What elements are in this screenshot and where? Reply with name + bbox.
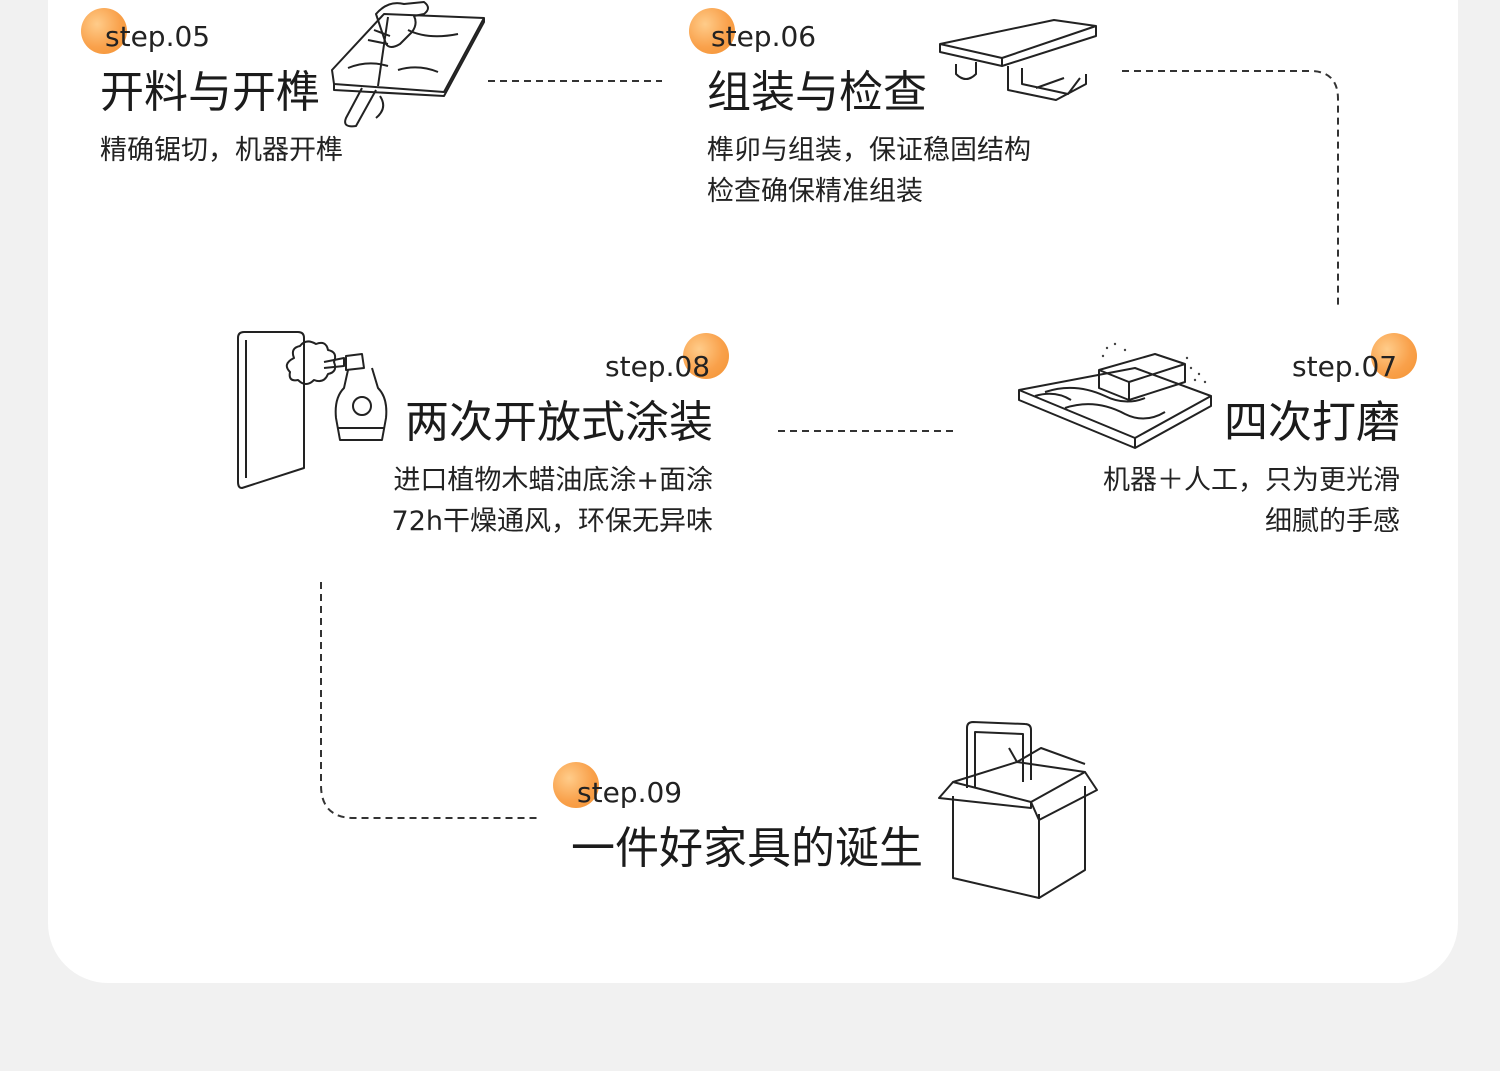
step-06-badge-dot bbox=[689, 8, 735, 54]
step-07-tag: step.07 bbox=[1292, 350, 1398, 383]
step-08-desc-line-2: 72h干燥通风，环保无异味 bbox=[391, 506, 713, 537]
connector-08-09 bbox=[320, 582, 540, 819]
sanding-block-icon bbox=[1015, 338, 1215, 453]
step-05-title: 开料与开榫 bbox=[100, 67, 320, 118]
shelf-assembly-icon bbox=[936, 14, 1101, 104]
step-06-desc-line-1: 榫卯与组装，保证稳固结构 bbox=[707, 135, 1031, 166]
step-09-tag: step.09 bbox=[577, 776, 683, 809]
step-05-desc-line: 精确锯切，机器开榫 bbox=[100, 135, 343, 166]
step-06-description: 榫卯与组装，保证稳固结构 检查确保精准组装 bbox=[707, 130, 1031, 212]
step-07-badge-dot bbox=[1371, 333, 1417, 379]
step-09-badge-dot bbox=[553, 762, 599, 808]
step-06-title: 组装与检查 bbox=[707, 67, 927, 118]
content-card bbox=[48, 0, 1458, 983]
step-08-tag: step.08 bbox=[605, 350, 711, 383]
step-08-description: 进口植物木蜡油底涂+面涂 72h干燥通风，环保无异味 bbox=[330, 460, 713, 542]
step-07-title: 四次打磨 bbox=[1224, 397, 1400, 448]
cardboard-box-icon bbox=[935, 718, 1100, 903]
step-08-desc-line-1: 进口植物木蜡油底涂+面涂 bbox=[393, 465, 713, 496]
step-08-title: 两次开放式涂装 bbox=[405, 397, 713, 448]
step-08-badge-dot bbox=[683, 333, 729, 379]
step-07-desc-line-1: 机器＋人工，只为更光滑 bbox=[1103, 465, 1400, 496]
step-05-badge-dot bbox=[81, 8, 127, 54]
connector-06-07 bbox=[1122, 70, 1339, 305]
step-05-tag: step.05 bbox=[105, 20, 211, 53]
step-07-desc-line-2: 细腻的手感 bbox=[1265, 506, 1400, 537]
step-05-description: 精确锯切，机器开榫 bbox=[100, 130, 343, 171]
wood-cutting-icon bbox=[328, 0, 488, 130]
step-07-description: 机器＋人工，只为更光滑 细腻的手感 bbox=[1000, 460, 1400, 542]
step-06-desc-line-2: 检查确保精准组装 bbox=[707, 176, 923, 207]
spray-coating-icon bbox=[232, 328, 397, 493]
step-09-title: 一件好家具的诞生 bbox=[571, 823, 923, 874]
step-06-tag: step.06 bbox=[711, 20, 817, 53]
